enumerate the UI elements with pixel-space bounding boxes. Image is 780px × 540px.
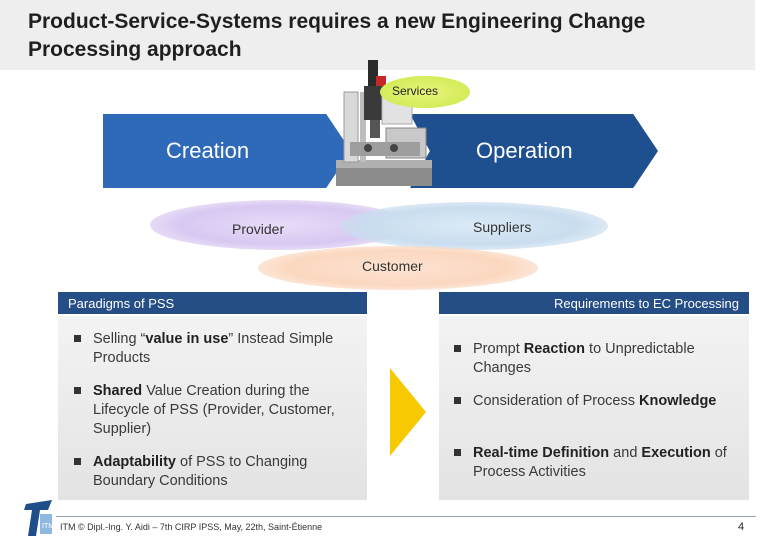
bullet-square-icon: [74, 387, 81, 394]
customer-label: Customer: [362, 258, 423, 274]
bullet-square-icon: [454, 397, 461, 404]
right-panel: [439, 316, 749, 500]
provider-label: Provider: [232, 221, 285, 237]
operation-arrow: [410, 114, 658, 188]
page-number: 4: [738, 521, 745, 533]
left-panel: [58, 316, 367, 500]
operation-label: Operation: [476, 138, 573, 163]
transition-arrow-icon: [390, 368, 426, 456]
left-bullet-1: Selling “value in use” Instead Simple Pr…: [74, 330, 363, 368]
footer-text: ITM © Dipl.-Ing. Y. Aidi – 7th CIRP IPSS…: [60, 522, 323, 532]
bullet-square-icon: [74, 335, 81, 342]
right-panel-header: Requirements to EC Processing: [439, 292, 749, 314]
creation-arrow: [103, 114, 351, 188]
title-bar: [0, 0, 755, 70]
services-label: Services: [392, 84, 439, 98]
left-bullet-3: Adaptability of PSS to Changing Boundary…: [74, 453, 349, 491]
left-bullet-2: Shared Value Creation during the Lifecyc…: [74, 382, 349, 439]
right-bullet-2: Consideration of Process Knowledge: [454, 392, 739, 411]
svg-text:ITM: ITM: [42, 523, 54, 530]
left-panel-header: Paradigms of PSS: [58, 292, 367, 314]
customer-ellipse: [258, 246, 538, 290]
slide-title: Product-Service-Systems requires a new E…: [28, 10, 646, 61]
suppliers-label: Suppliers: [473, 219, 532, 235]
bullet-square-icon: [454, 345, 461, 352]
itm-logo: ITM: [24, 500, 54, 536]
bullet-square-icon: [74, 458, 81, 465]
footer-divider: [56, 516, 756, 517]
creation-label: Creation: [166, 138, 250, 163]
bullet-square-icon: [454, 449, 461, 456]
right-bullet-1: Prompt Reaction to Unpredictable Changes: [454, 340, 739, 378]
services-ellipse: Services: [380, 76, 470, 108]
suppliers-ellipse: [340, 202, 608, 250]
right-bullet-3: Real-time Definition and Execution of Pr…: [454, 444, 743, 482]
